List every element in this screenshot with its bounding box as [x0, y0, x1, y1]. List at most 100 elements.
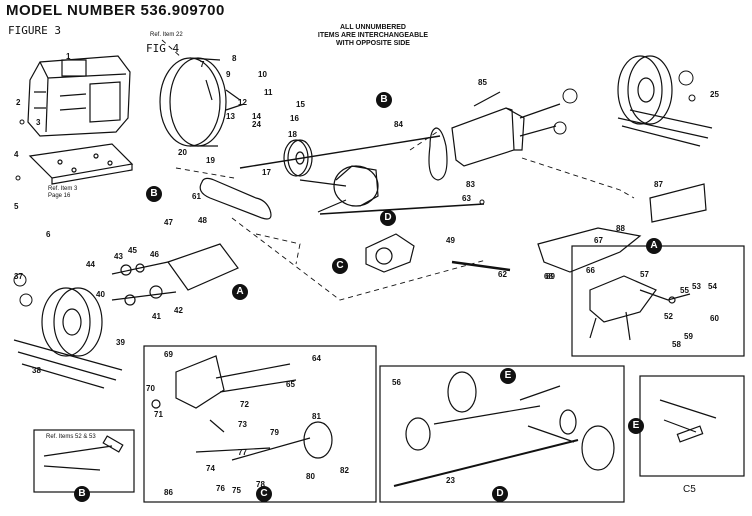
part-label: 73: [238, 420, 247, 429]
pulley-cover-drawing: [159, 57, 245, 147]
part-label: 46: [150, 250, 159, 259]
part-label: 13: [226, 112, 235, 121]
pulley-c-drawing: [365, 233, 415, 273]
part-label: 19: [206, 156, 215, 165]
part-label: 17: [262, 168, 271, 177]
part-label: 53: [692, 282, 701, 291]
part-label: 78: [256, 480, 265, 489]
part-label: 14: [252, 112, 261, 121]
inset-a-frame: [571, 245, 745, 357]
part-label: 87: [654, 180, 663, 189]
upper-shaft-drawing: [239, 135, 441, 169]
part-label: 59: [684, 332, 693, 341]
part-label: 49: [446, 236, 455, 245]
part-label: 20: [178, 148, 187, 157]
part-label: 38: [32, 366, 41, 375]
part-label: 64: [312, 354, 321, 363]
part-label: 52: [664, 312, 673, 321]
part-label: 5: [14, 202, 19, 211]
interchangeable-note: ALL UNNUMBERED ITEMS ARE INTERCHANGEABLE…: [308, 24, 438, 48]
callout-b-inset: B: [74, 486, 90, 502]
part-label: 72: [240, 400, 249, 409]
ref-item3-line-1: Ref. Item 3: [48, 186, 78, 192]
shaft-64-drawing: [319, 203, 485, 215]
figure-label: FIGURE 3: [8, 24, 61, 37]
part-label: 54: [708, 282, 717, 291]
part-label: 25: [710, 90, 719, 99]
inset-b-frame: [33, 429, 135, 493]
pulley-78-drawing: [283, 139, 313, 177]
inset-b-drawing: [43, 435, 124, 471]
fig4-label: FIG 4: [146, 42, 180, 55]
part-label: 61: [192, 192, 201, 201]
model-number-title: MODEL NUMBER 536.909700: [6, 2, 225, 19]
part-label: 41: [152, 312, 161, 321]
part-label: 56: [392, 378, 401, 387]
part-label: 79: [270, 428, 279, 437]
callout-d-top: D: [380, 210, 396, 226]
part-label: 47: [164, 218, 173, 227]
inset-e-frame: [639, 375, 745, 477]
callout-b-top: B: [376, 92, 392, 108]
part-label: 42: [174, 306, 183, 315]
note-line-1: ALL UNNUMBERED: [340, 24, 406, 31]
part-label: 23: [446, 476, 455, 485]
part-label: 81: [312, 412, 321, 421]
corner-code: C5: [683, 484, 696, 495]
inset-d-frame: [379, 365, 625, 503]
part-label: 18: [288, 130, 297, 139]
part-label: 57: [640, 270, 649, 279]
part-label: 71: [154, 410, 163, 419]
inset-c-drawing: [151, 355, 333, 461]
inset-d-drawing: [393, 371, 615, 487]
callout-a-inset: A: [646, 238, 662, 254]
part-label: 84: [394, 120, 403, 129]
shield-86-drawing: [649, 183, 707, 223]
part-label: 7: [200, 60, 205, 69]
note-line-3: WITH OPPOSITE SIDE: [336, 40, 410, 47]
left-axle-drawing: [111, 243, 239, 306]
callout-b-left: B: [146, 186, 162, 202]
part-label: 6: [46, 230, 51, 239]
part-label: 12: [238, 98, 247, 107]
callout-a-mid: A: [232, 284, 248, 300]
ref-item3-line-2: Page 16: [48, 193, 71, 199]
part-label: 74: [206, 464, 215, 473]
part-label: 80: [306, 472, 315, 481]
ref-items-52-53-note: Ref. Items 52 & 53: [46, 434, 96, 440]
ref-item22-note: Ref. Item 22: [150, 32, 183, 38]
inset-e-drawing: [659, 399, 717, 443]
assembly-lines: [161, 39, 635, 301]
shield-87-drawing: [537, 227, 642, 273]
mounting-plate-drawing: [28, 143, 134, 185]
part-label: 67: [594, 236, 603, 245]
part-label: 15: [296, 100, 305, 109]
part-label: 62: [498, 270, 507, 279]
part-label: 65: [286, 380, 295, 389]
part-label: 58: [672, 340, 681, 349]
callout-e-inset: E: [628, 418, 644, 434]
part-label: 55: [680, 286, 689, 295]
part-label: 69: [164, 350, 173, 359]
engine-drawing: [27, 55, 131, 137]
part-label: 88: [616, 224, 625, 233]
part-label: 10: [258, 70, 267, 79]
transmission-d-drawing: [299, 165, 379, 213]
part-label: 3: [36, 118, 41, 127]
part-label: 4: [14, 150, 19, 159]
part-label: 1: [66, 52, 71, 61]
callout-c-inset: C: [256, 486, 272, 502]
part-label: 2: [16, 98, 21, 107]
left-wheel-drawing: [13, 287, 123, 389]
part-label: 43: [114, 252, 123, 261]
part-label: 11: [264, 88, 273, 97]
part-label: 70: [146, 384, 155, 393]
part-label: 45: [128, 246, 137, 255]
part-label: 82: [340, 466, 349, 475]
part-label: 8: [232, 54, 237, 63]
part-label: 77: [238, 448, 247, 457]
shaft-53-drawing: [451, 260, 511, 272]
part-label: 40: [96, 290, 105, 299]
